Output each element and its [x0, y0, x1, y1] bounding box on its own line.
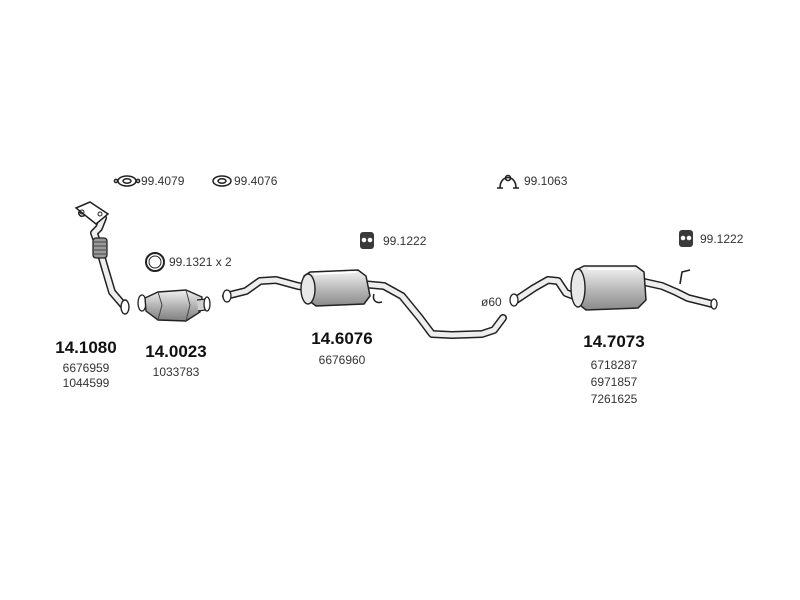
middle-silencer-drawing — [300, 269, 371, 307]
part-code: 14.0023 — [145, 342, 207, 361]
part-code: 14.6076 — [311, 329, 373, 348]
hanger-icon — [679, 230, 693, 247]
hanger-rear-code: 99.1222 — [700, 232, 744, 246]
part-front-pipe: 14.1080 6676959 1044599 — [48, 339, 124, 391]
pipe-diameter-label: ø60 — [481, 295, 502, 309]
part-middle-silencer: 14.6076 6676960 — [304, 330, 380, 368]
part-code: 14.1080 — [55, 338, 117, 357]
middle-pipe-drawing — [222, 276, 507, 339]
part-ref: 6676959 — [62, 361, 110, 375]
gasket-icon — [113, 175, 141, 187]
hanger-icon — [360, 232, 374, 249]
clamp-code: 99.1063 — [524, 174, 568, 188]
front-pipe-drawing — [74, 201, 130, 315]
part-ref: 7261625 — [590, 392, 638, 406]
catalyst-drawing — [137, 289, 211, 322]
ring-code: 99.1321 x 2 — [169, 255, 232, 269]
gasket-2-code: 99.4076 — [234, 174, 278, 188]
part-ref: 1033783 — [152, 365, 200, 379]
ring-icon — [145, 252, 165, 272]
part-ref: 6718287 — [590, 358, 638, 372]
part-catalyst: 14.0023 1033783 — [138, 343, 214, 380]
part-ref: 1044599 — [62, 376, 110, 390]
gasket-1-code: 99.4079 — [141, 174, 185, 188]
part-code: 14.7073 — [583, 332, 645, 351]
part-rear-silencer: 14.7073 6718287 6971857 7261625 — [576, 333, 652, 408]
part-ref: 6971857 — [590, 375, 638, 389]
rear-silencer-drawing — [570, 265, 647, 311]
hanger-front-code: 99.1222 — [383, 234, 427, 248]
part-ref: 6676960 — [318, 353, 366, 367]
rear-pipe-drawing — [509, 269, 718, 310]
gasket-icon — [212, 175, 232, 187]
clamp-icon — [497, 174, 519, 189]
